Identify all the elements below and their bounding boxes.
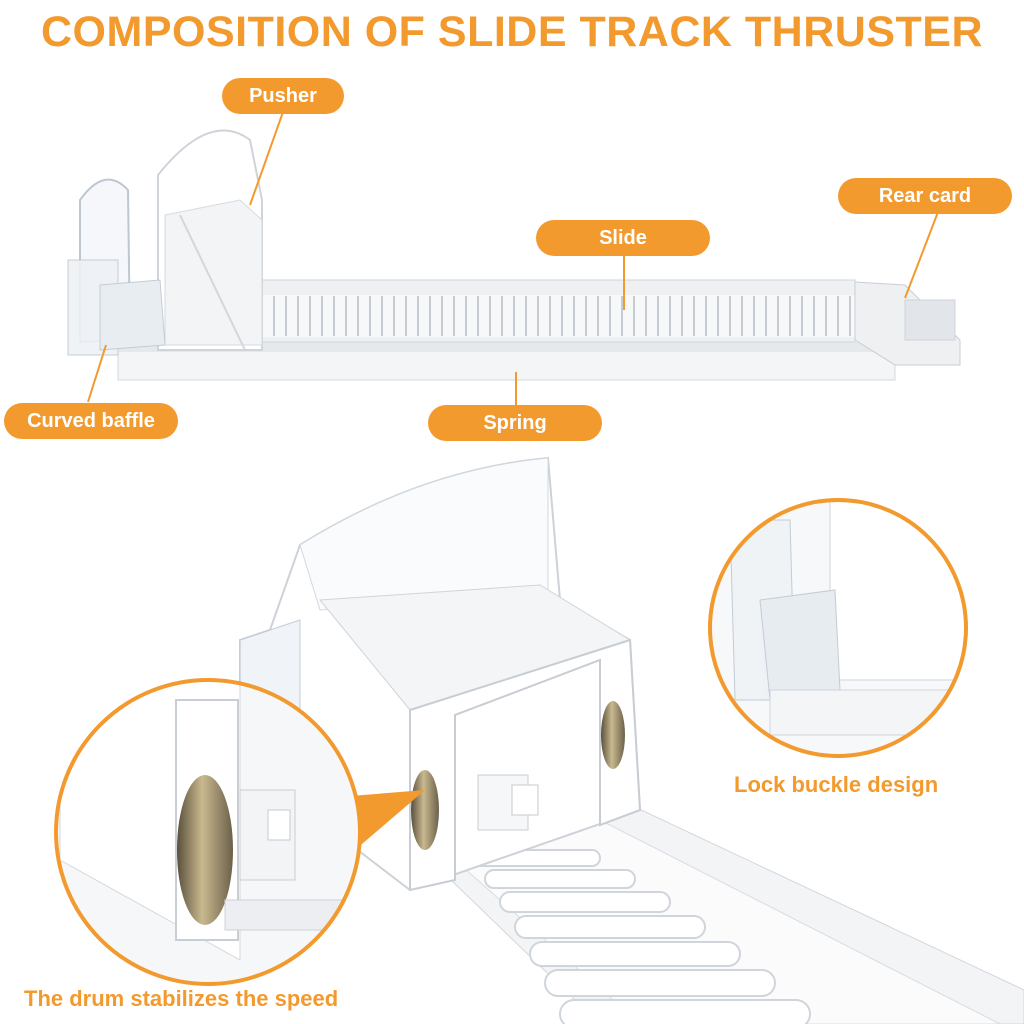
rollers [469, 849, 811, 1024]
caption-lock-buckle: Lock buckle design [734, 772, 939, 797]
label-spring: Spring [428, 405, 602, 441]
page-title: COMPOSITION OF SLIDE TRACK THRUSTER [41, 8, 983, 56]
drum-zoom [54, 678, 362, 986]
label-curved-baffle: Curved baffle [4, 403, 178, 439]
label-slide: Slide [536, 220, 710, 256]
label-rear-card: Rear card [838, 178, 1012, 214]
top-product [67, 129, 961, 381]
leader-lines [87, 111, 939, 405]
caption-drum: The drum stabilizes the speed [24, 986, 339, 1011]
label-pusher: Pusher [222, 78, 344, 114]
lock-buckle-zoom [708, 498, 968, 758]
